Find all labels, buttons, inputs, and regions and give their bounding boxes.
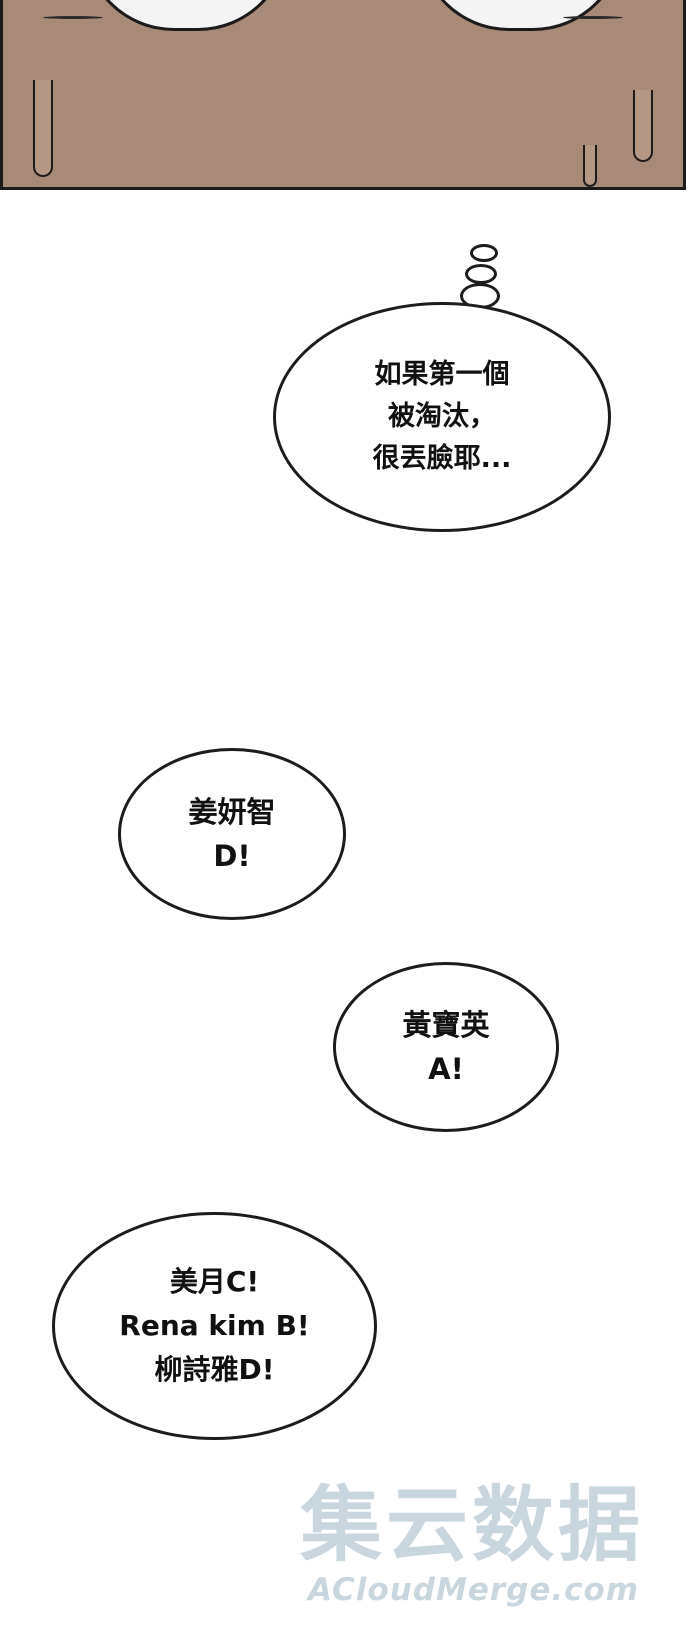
sweat-drop-right [633, 90, 653, 162]
thought-line-2: 被淘汰， [388, 401, 496, 432]
watermark-url: ACloudMerge.com [308, 1572, 640, 1608]
speech-bubble-3: 美月C! Rena kim B! 柳詩雅D! [52, 1212, 377, 1440]
left-eye [83, 0, 289, 31]
thought-line-1: 如果第一個 [374, 359, 510, 390]
sweat-drop-left [33, 80, 53, 177]
speech-1-line-2: D! [213, 839, 251, 873]
speech-3-line-1: 美月C! [169, 1265, 260, 1298]
watermark: 集云数据 ACloudMerge.com [300, 1478, 680, 1609]
watermark-title: 集云数据 [300, 1478, 645, 1573]
sweat-drop-small [583, 145, 597, 187]
speech-1-line-1: 姜妍智 [188, 795, 276, 829]
speech-3-line-3: 柳詩雅D! [154, 1353, 275, 1386]
thought-bubble: 如果第一個 被淘汰， 很丟臉耶... [273, 302, 611, 532]
speech-bubble-2: 黃寶英 A! [333, 962, 559, 1132]
left-eye-crease [43, 16, 103, 19]
comic-panel-eyes [0, 0, 686, 190]
right-eye-crease [563, 16, 623, 19]
speech-bubble-1: 姜妍智 D! [118, 748, 346, 920]
speech-3-line-2: Rena kim B! [119, 1309, 310, 1342]
speech-2-line-2: A! [428, 1052, 464, 1086]
thought-trail-circle-1 [470, 244, 498, 262]
thought-trail-circle-2 [465, 264, 497, 284]
speech-2-line-1: 黃寶英 [402, 1008, 490, 1042]
thought-line-3: 很丟臉耶... [372, 443, 512, 474]
